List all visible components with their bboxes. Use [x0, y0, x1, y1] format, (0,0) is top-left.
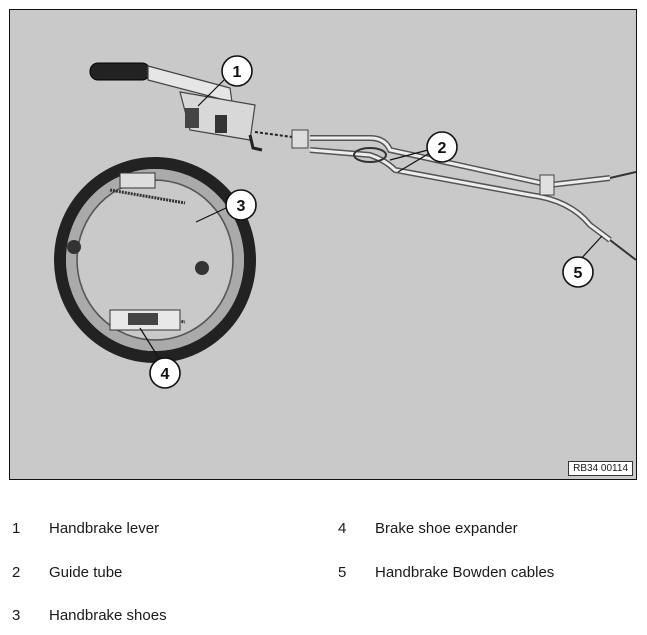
callout-5-label: 5 — [574, 265, 583, 282]
legend-number: 1 — [12, 520, 21, 537]
handbrake-lever-drawing — [89, 62, 301, 152]
callout-3-label: 3 — [237, 198, 246, 215]
callout-4-circle — [149, 357, 181, 389]
legend-number: 5 — [338, 564, 347, 581]
legend-label: Handbrake lever — [49, 520, 160, 537]
callout-2-circle — [426, 131, 458, 163]
callout-3-circle — [225, 189, 257, 221]
callout-4-label: 4 — [161, 366, 170, 383]
brake-system-drawing: 1 2 3 4 5 — [54, 55, 636, 389]
reference-code: RB34 00114 — [568, 461, 633, 476]
callout-2-label: 2 — [438, 140, 447, 157]
callout-5-circle — [562, 256, 594, 288]
legend-label: Brake shoe expander — [375, 520, 518, 537]
legend-label: Guide tube — [49, 564, 123, 581]
diagram-figure: 1 2 3 4 5 RB34 00114 — [9, 9, 637, 480]
legend-number: 4 — [338, 520, 347, 537]
guide-tube-drawing — [291, 129, 636, 261]
legend-number: 3 — [12, 607, 21, 624]
legend-label: Handbrake shoes — [49, 607, 167, 624]
callout-1-circle — [221, 55, 253, 87]
callout-markers: 1 2 3 4 5 — [149, 55, 594, 389]
callout-1-label: 1 — [233, 64, 242, 81]
brake-shoe-expander-drawing — [109, 309, 181, 331]
legend-label: Handbrake Bowden cables — [375, 564, 555, 581]
legend-number: 2 — [12, 564, 21, 581]
